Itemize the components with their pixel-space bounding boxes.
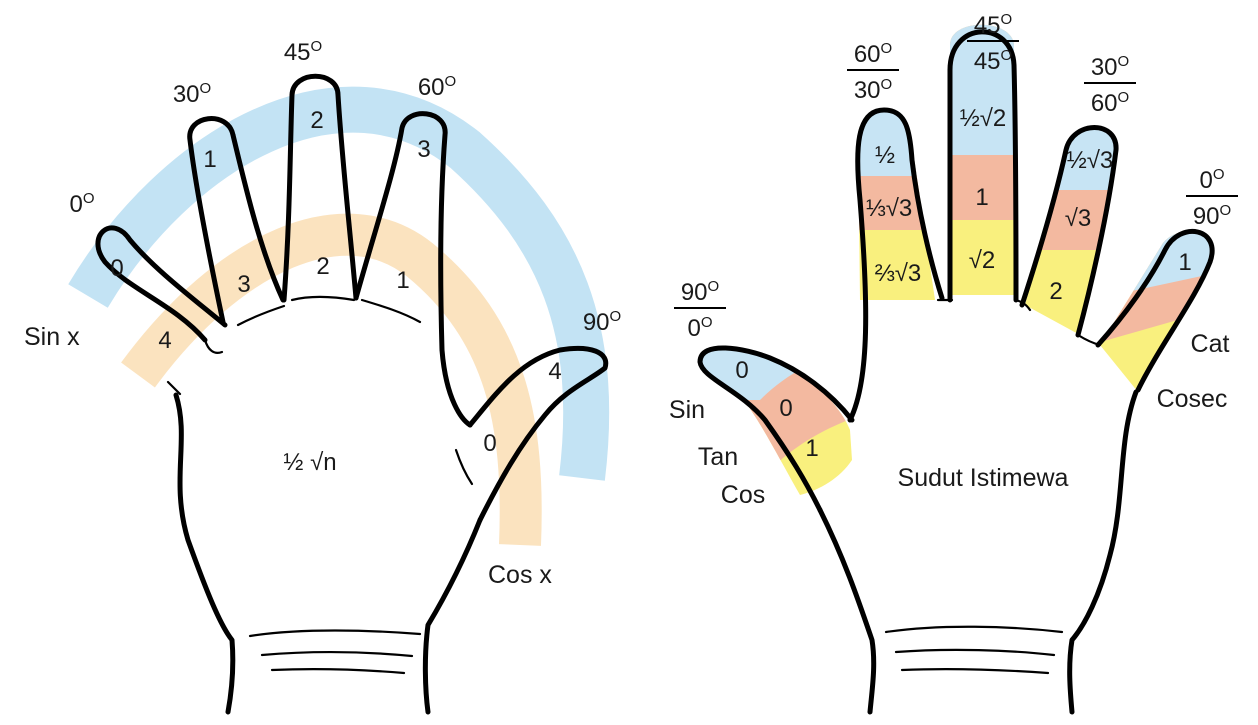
pinky-bands	[1090, 220, 1230, 405]
left-angle-label-90: 90O	[583, 308, 621, 336]
left-angle-label-0: 0O	[69, 190, 94, 218]
cos-value-1: 3	[237, 271, 250, 298]
angle-pair-top-0: 90O	[681, 278, 719, 306]
finger3-value-0: ½√3	[1067, 147, 1114, 174]
sin-value-3: 3	[417, 136, 430, 163]
angle-pair-top-4: 0O	[1199, 166, 1224, 194]
sin-value-1: 1	[203, 146, 216, 173]
cos-value-2: 2	[316, 253, 329, 280]
left-palm-right-edge	[425, 520, 480, 712]
angle-pair-bottom-3: 60O	[1091, 89, 1129, 117]
cos-value-4: 0	[483, 430, 496, 457]
finger1-value-2: ⅔√3	[875, 260, 922, 287]
right-palm-left-edge	[820, 510, 874, 712]
right-palm-right-edge	[1070, 392, 1136, 712]
diagram-title: Sudut Istimewa	[898, 464, 1069, 492]
func-label-tan: Tan	[698, 443, 738, 471]
left-hand	[88, 76, 606, 712]
func-label-sin: Sin	[669, 396, 705, 424]
thumb-value-0: 0	[735, 357, 748, 384]
left-angle-label-45: 45O	[284, 38, 322, 66]
angle-pair-top-1: 60O	[854, 40, 892, 68]
finger2-value-2: √2	[969, 247, 996, 274]
thumb-value-1: 0	[779, 395, 792, 422]
sin-value-2: 2	[310, 107, 323, 134]
cos-value-0: 4	[158, 327, 171, 354]
cos-x-label: Cos x	[488, 561, 552, 589]
func-label-cos: Cos	[721, 481, 765, 509]
finger2-value-1: 1	[975, 184, 988, 211]
sin-x-label: Sin x	[24, 323, 80, 351]
sin-value-4: 4	[548, 358, 561, 385]
right-hand	[680, 10, 1230, 712]
left-angle-label-30: 30O	[173, 80, 211, 108]
cos-value-3: 1	[396, 267, 409, 294]
finger3-value-2: 2	[1049, 278, 1062, 305]
thumb-value-2: 1	[805, 435, 818, 462]
finger1-value-1: ⅓√3	[866, 195, 913, 222]
angle-pair-bottom-1: 30O	[854, 76, 892, 104]
left-angle-label-60: 60O	[418, 73, 456, 101]
finger2-value-0: ½√2	[960, 105, 1007, 132]
cos-band	[138, 235, 521, 545]
angle-pair-bottom-0: 0O	[687, 314, 712, 342]
finger3-value-1: √3	[1065, 205, 1092, 232]
angle-pair-top-3: 30O	[1091, 53, 1129, 81]
pinky-value-0: 1	[1178, 249, 1191, 276]
finger1-value-0: ½	[875, 142, 895, 169]
sin-value-0: 0	[110, 255, 123, 282]
func-label-cosec: Cosec	[1157, 385, 1228, 413]
angle-pair-bottom-4: 90O	[1193, 202, 1231, 230]
formula-label: ½ √n	[283, 449, 336, 476]
func-label-cat: Cat	[1191, 330, 1230, 358]
left-palm-left-edge	[176, 395, 233, 712]
